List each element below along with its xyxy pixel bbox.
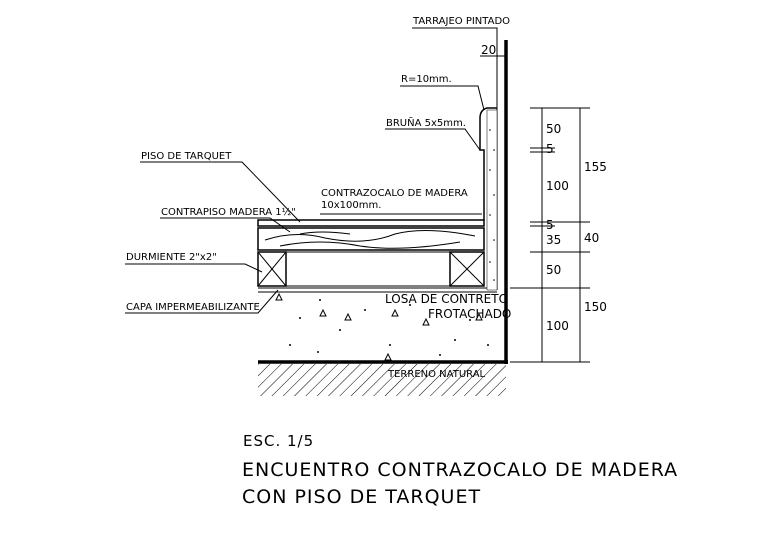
parquet-floor: [257, 219, 485, 227]
leaders: [125, 27, 506, 314]
dim-outer-1: 40: [584, 231, 599, 245]
dim-inner-2: 100: [546, 179, 569, 193]
label-piso: PISO DE TARQUET: [141, 151, 232, 162]
dim-inner-4: 35: [546, 233, 561, 247]
skirting-board: [479, 107, 498, 291]
subfloor-board: [257, 227, 485, 251]
dim-inner-6: 100: [546, 319, 569, 333]
label-bruna: BRUÑA 5x5mm.: [386, 116, 466, 129]
dimension-chain: [510, 107, 590, 363]
concrete-slab: [258, 291, 497, 361]
dim-inner-1: 5: [546, 142, 554, 156]
label-durmiente: DURMIENTE 2"x2": [126, 252, 217, 263]
label-contrazocalo-1: CONTRAZOCALO DE MADERA: [321, 188, 468, 199]
label-radius: R=10mm.: [401, 74, 452, 85]
label-capa: CAPA IMPERMEABILIZANTE: [126, 302, 260, 313]
scale-label: ESC. 1/5: [243, 432, 314, 450]
terrain-hatch: [258, 364, 506, 396]
label-losa-2: FROTACHADO: [428, 307, 511, 321]
title-line-1: ENCUENTRO CONTRAZOCALO DE MADERA: [242, 459, 678, 481]
dim-outer-2: 150: [584, 300, 607, 314]
label-contrazocalo-2: 10x100mm.: [321, 200, 381, 211]
sleeper-left: [257, 251, 287, 287]
dim-wall: 20: [481, 43, 496, 57]
label-tarrajeo: TARRAJEO PINTADO: [412, 16, 510, 27]
label-contrapiso: CONTRAPISO MADERA 1½": [161, 206, 296, 218]
sleeper-right: [449, 251, 485, 287]
dim-inner-3: 5: [546, 218, 554, 232]
title-line-2: CON PISO DE TARQUET: [242, 486, 481, 508]
label-terreno: TERRENO NATURAL: [387, 369, 486, 380]
dim-outer-0: 155: [584, 160, 607, 174]
dim-inner-0: 50: [546, 122, 561, 136]
dim-inner-5: 50: [546, 263, 561, 277]
label-losa-1: LOSA DE CONTRETO: [385, 292, 508, 306]
